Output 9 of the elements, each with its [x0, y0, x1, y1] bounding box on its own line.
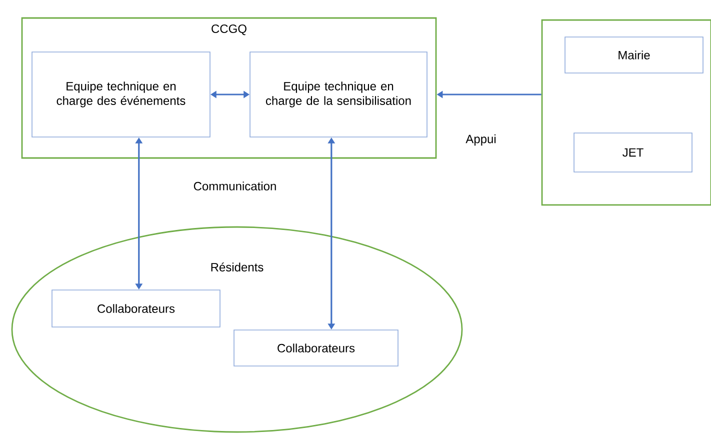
text-box: Collaborateurs — [52, 290, 220, 328]
label: Communication — [192, 180, 278, 192]
text-box: Equipe technique en charge des événements — [32, 52, 210, 138]
text-box: Mairie — [564, 36, 704, 74]
edge-label: Appui — [464, 133, 498, 147]
group-box — [541, 19, 711, 206]
text-box: Collaborateurs — [234, 330, 398, 366]
text-box: Equipe technique en charge de la sensibilisation — [250, 52, 428, 138]
text-box: JET — [574, 132, 692, 172]
